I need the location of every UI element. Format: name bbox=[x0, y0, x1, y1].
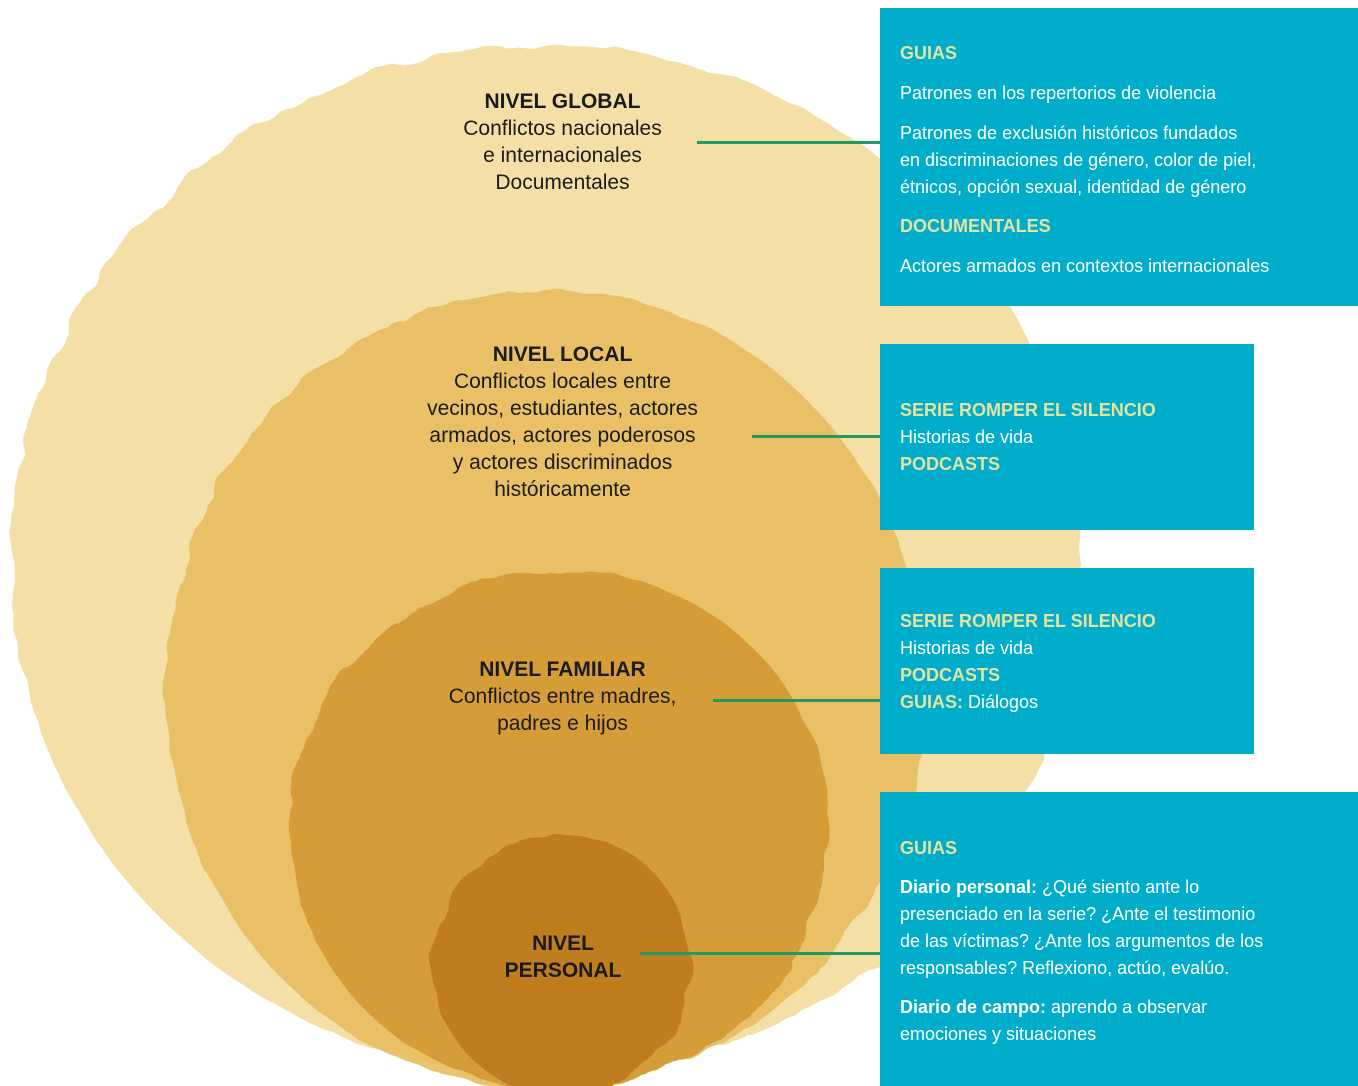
panel-item-line: emociones y situaciones bbox=[900, 1024, 1097, 1044]
diary-personal-label: Diario personal: bbox=[900, 877, 1038, 897]
level-personal-title: PERSONAL bbox=[504, 959, 622, 982]
level-global-title: NIVEL GLOBAL bbox=[484, 90, 641, 113]
connector-local bbox=[752, 435, 880, 438]
level-local-line: armados, actores poderosos bbox=[429, 424, 696, 447]
level-global-label: NIVEL GLOBAL Conflictos nacionales e int… bbox=[410, 88, 715, 196]
panel-item-line: Diario de campo: aprendo a observar bbox=[900, 994, 1338, 1021]
diary-field-text: aprendo a observar bbox=[1046, 997, 1208, 1017]
panel-personal: GUIAS Diario personal: ¿Qué siento ante … bbox=[880, 792, 1358, 1086]
level-global-line: e internacionales bbox=[483, 144, 642, 167]
panel-item-line: de las víctimas? ¿Ante los argumentos de… bbox=[900, 931, 1264, 951]
panel-paragraph: Patrones de exclusión históricos fundado… bbox=[900, 120, 1338, 201]
level-familiar-line: Conflictos entre madres, bbox=[448, 685, 677, 708]
panel-heading: GUIAS bbox=[900, 838, 958, 858]
level-local-line: y actores discriminados bbox=[452, 451, 673, 474]
connector-global bbox=[697, 141, 880, 144]
diary-personal-text: ¿Qué siento ante lo bbox=[1037, 877, 1200, 897]
level-familiar-line: padres e hijos bbox=[497, 712, 628, 735]
level-local-line: vecinos, estudiantes, actores bbox=[427, 397, 698, 420]
panel-item: Historias de vida bbox=[900, 638, 1034, 658]
panel-paragraph: Diario personal: ¿Qué siento ante lo pre… bbox=[900, 874, 1338, 982]
panel-local: SERIE ROMPER EL SILENCIO Historias de vi… bbox=[880, 344, 1254, 530]
panel-heading: PODCASTS bbox=[900, 665, 1001, 685]
panel-item: Actores armados en contextos internacion… bbox=[900, 256, 1270, 276]
panel-inline-text: Diálogos bbox=[963, 692, 1039, 712]
panel-inline-heading: GUIAS: bbox=[900, 692, 963, 712]
level-local-line: Conflictos locales entre bbox=[453, 370, 672, 393]
connector-familiar bbox=[713, 699, 880, 702]
panel-item-line: Diario personal: ¿Qué siento ante lo bbox=[900, 874, 1338, 901]
level-global-line: Conflictos nacionales bbox=[463, 117, 662, 140]
panel-item-line: responsables? Reflexiono, actúo, evalúo. bbox=[900, 958, 1230, 978]
diary-field-label: Diario de campo: bbox=[900, 997, 1047, 1017]
panel-global: GUIAS Patrones en los repertorios de vio… bbox=[880, 8, 1358, 306]
level-familiar-title: NIVEL FAMILIAR bbox=[479, 658, 646, 681]
circle-familiar bbox=[290, 570, 830, 1086]
panel-heading: GUIAS bbox=[900, 43, 958, 63]
panel-paragraph: Diario de campo: aprendo a observar emoc… bbox=[900, 994, 1338, 1048]
panel-item-line: presenciado en la serie? ¿Ante el testim… bbox=[900, 904, 1256, 924]
panel-familiar: SERIE ROMPER EL SILENCIO Historias de vi… bbox=[880, 568, 1254, 754]
level-familiar-label: NIVEL FAMILIAR Conflictos entre madres, … bbox=[415, 656, 710, 737]
level-local-label: NIVEL LOCAL Conflictos locales entre vec… bbox=[395, 341, 730, 503]
level-personal-label: NIVEL PERSONAL bbox=[482, 930, 644, 984]
level-global-line: Documentales bbox=[495, 171, 630, 194]
panel-item-line: en discriminaciones de género, color de … bbox=[900, 150, 1257, 170]
level-personal-title: NIVEL bbox=[532, 932, 594, 955]
panel-heading: PODCASTS bbox=[900, 454, 1001, 474]
level-local-title: NIVEL LOCAL bbox=[492, 343, 633, 366]
panel-item: GUIAS: Diálogos bbox=[900, 689, 1234, 716]
panel-heading: SERIE ROMPER EL SILENCIO bbox=[900, 400, 1156, 420]
panel-heading: SERIE ROMPER EL SILENCIO bbox=[900, 611, 1156, 631]
panel-item-line: Patrones de exclusión históricos fundado… bbox=[900, 123, 1238, 143]
circle-personal bbox=[432, 835, 692, 1086]
connector-personal bbox=[640, 952, 880, 955]
panel-heading: DOCUMENTALES bbox=[900, 216, 1051, 236]
panel-item: Patrones en los repertorios de violencia bbox=[900, 83, 1217, 103]
panel-item: Historias de vida bbox=[900, 427, 1034, 447]
panel-item-line: étnicos, opción sexual, identidad de gén… bbox=[900, 177, 1247, 197]
level-local-line: históricamente bbox=[494, 478, 631, 501]
